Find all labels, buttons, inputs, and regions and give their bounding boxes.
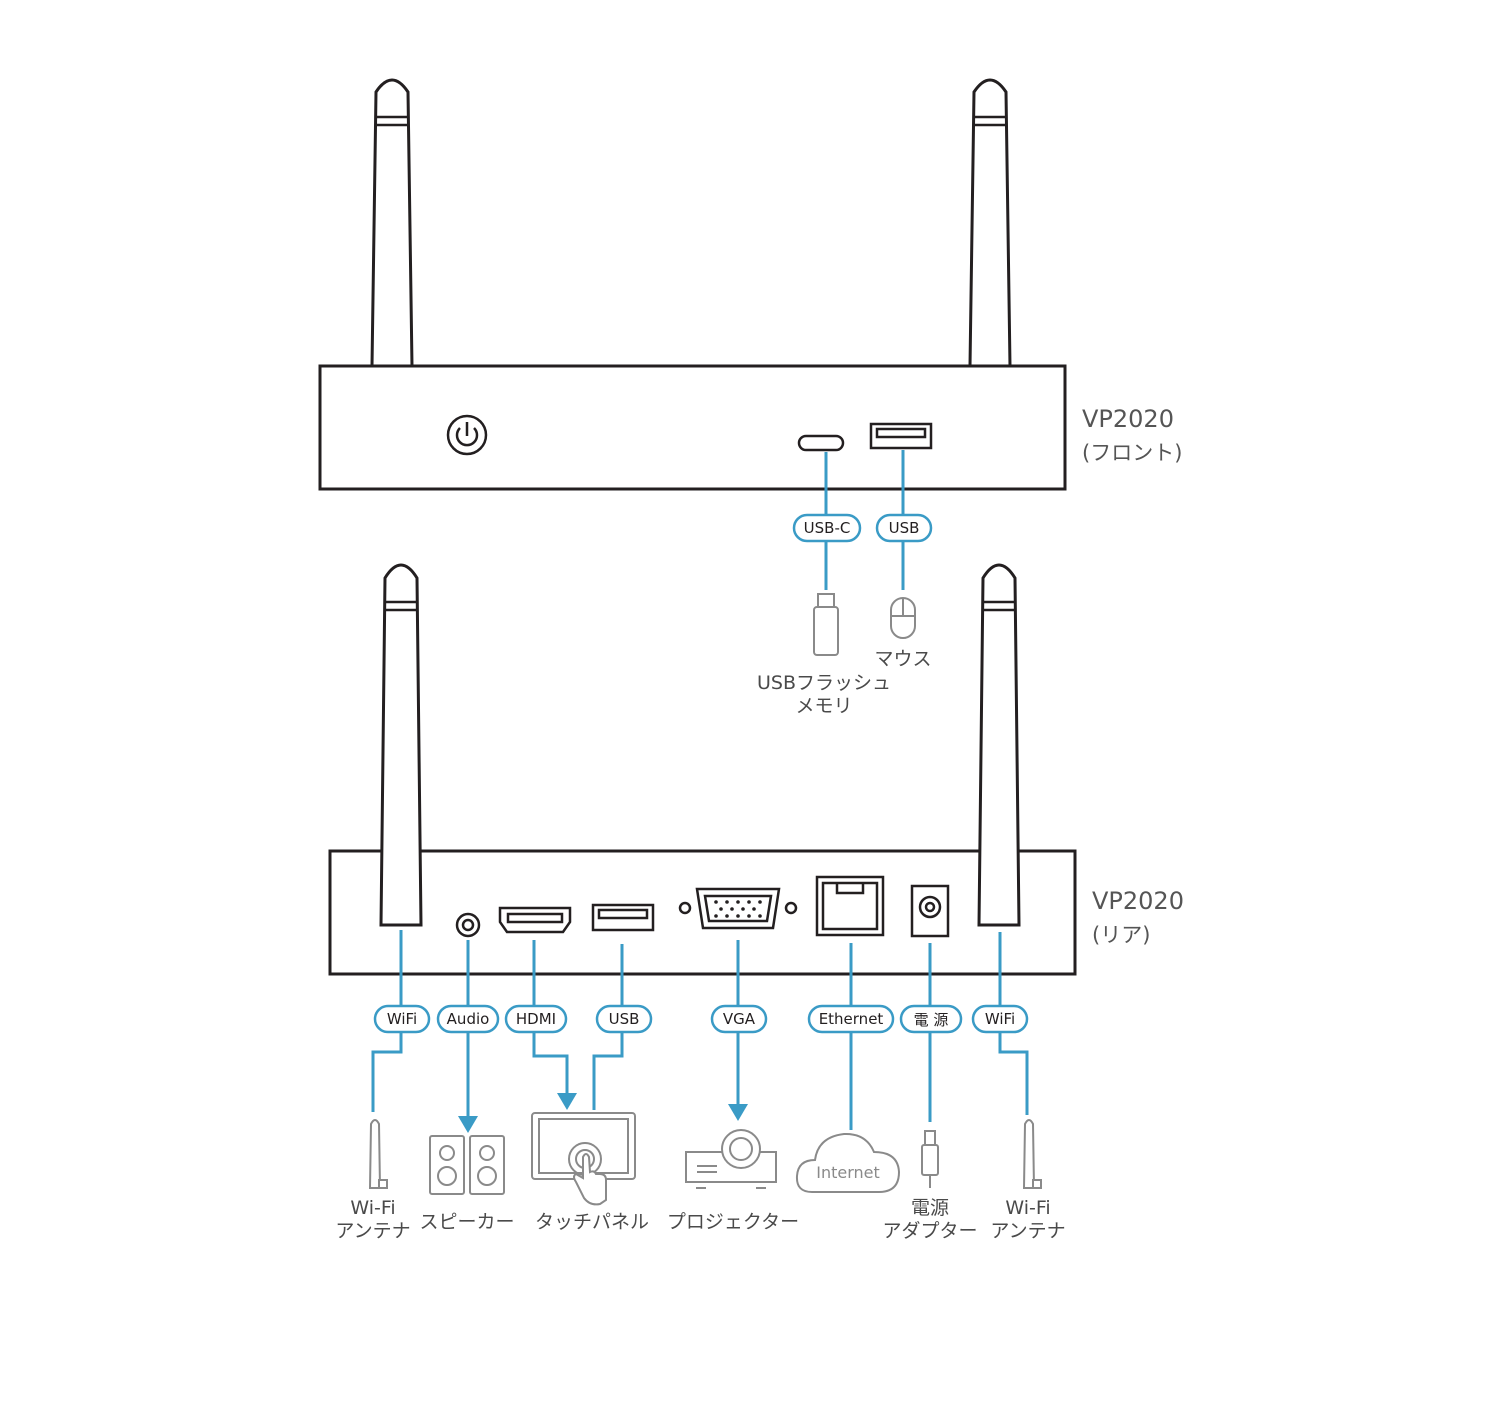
rear-antenna-left xyxy=(379,563,423,927)
svg-text:HDMI: HDMI xyxy=(516,1010,556,1028)
rear-view-label: (リア) xyxy=(1092,923,1150,947)
svg-text:WiFi: WiFi xyxy=(985,1010,1015,1028)
speaker-label: スピーカー xyxy=(419,1211,514,1233)
pill-front-usbc: USB-C xyxy=(792,513,862,543)
antenna-icon xyxy=(1022,1119,1042,1189)
svg-text:USB: USB xyxy=(889,519,920,537)
rear-usb-port xyxy=(591,903,655,932)
mouse-label: マウス xyxy=(874,648,931,670)
speaker-icon xyxy=(429,1135,505,1195)
rear-vga-port xyxy=(678,887,798,930)
rear-ethernet-port xyxy=(815,875,885,937)
antenna-icon xyxy=(368,1119,388,1189)
pill-rear-ethernet: Ethernet xyxy=(807,1004,895,1034)
pill-rear-hdmi: HDMI xyxy=(504,1004,568,1034)
touch-panel-icon xyxy=(531,1112,636,1206)
pill-rear-wifi-left: WiFi xyxy=(373,1004,431,1034)
pill-rear-audio: Audio xyxy=(436,1004,500,1034)
usb-flash-label-line2: メモリ xyxy=(795,695,852,717)
svg-text:Audio: Audio xyxy=(447,1010,490,1028)
svg-text:Ethernet: Ethernet xyxy=(819,1010,884,1028)
rear-panel xyxy=(328,849,1077,976)
projector-label: プロジェクター xyxy=(667,1211,799,1233)
usb-flash-drive-icon xyxy=(813,593,839,656)
rear-audio-port xyxy=(455,912,481,938)
pill-front-usb: USB xyxy=(875,513,933,543)
wifi-antenna-left-line2: アンテナ xyxy=(335,1220,410,1242)
cloud-icon: Internet xyxy=(795,1132,901,1193)
touch-panel-label: タッチパネル xyxy=(535,1211,649,1233)
power-button-icon[interactable] xyxy=(446,414,488,456)
wifi-antenna-right-line2: アンテナ xyxy=(990,1220,1065,1242)
wifi-antenna-right-line1: Wi-Fi xyxy=(1005,1197,1050,1219)
power-adapter-line2: アダプター xyxy=(882,1220,977,1242)
pill-rear-usb: USB xyxy=(595,1004,653,1034)
pill-rear-power: 電 源 xyxy=(899,1004,963,1034)
power-adapter-line1: 電源 xyxy=(911,1197,949,1219)
rear-model-label: VP2020 xyxy=(1092,887,1184,915)
mouse-icon xyxy=(890,597,916,639)
rear-power-port xyxy=(910,884,950,938)
rear-hdmi-port xyxy=(498,906,572,934)
pill-rear-vga: VGA xyxy=(710,1004,768,1034)
svg-text:USB-C: USB-C xyxy=(804,519,851,537)
svg-text:WiFi: WiFi xyxy=(387,1010,417,1028)
cloud-internet-text: Internet xyxy=(816,1163,880,1182)
power-adapter-icon xyxy=(921,1130,939,1188)
wifi-antenna-left-line1: Wi-Fi xyxy=(350,1197,395,1219)
front-antenna-left xyxy=(370,78,414,368)
svg-text:電 源: 電 源 xyxy=(914,1011,949,1029)
svg-text:VGA: VGA xyxy=(723,1010,756,1028)
pill-rear-wifi-right: WiFi xyxy=(971,1004,1029,1034)
front-antenna-right xyxy=(968,78,1012,368)
usb-flash-label-line1: USBフラッシュ xyxy=(757,672,891,694)
front-usb-port xyxy=(869,422,933,450)
projector-icon xyxy=(685,1129,777,1189)
svg-text:USB: USB xyxy=(609,1010,640,1028)
front-panel xyxy=(318,364,1067,491)
front-model-label: VP2020 xyxy=(1082,405,1174,433)
front-usbc-port xyxy=(797,434,845,452)
front-view-label: (フロント) xyxy=(1082,441,1182,465)
rear-antenna-right xyxy=(977,563,1021,927)
